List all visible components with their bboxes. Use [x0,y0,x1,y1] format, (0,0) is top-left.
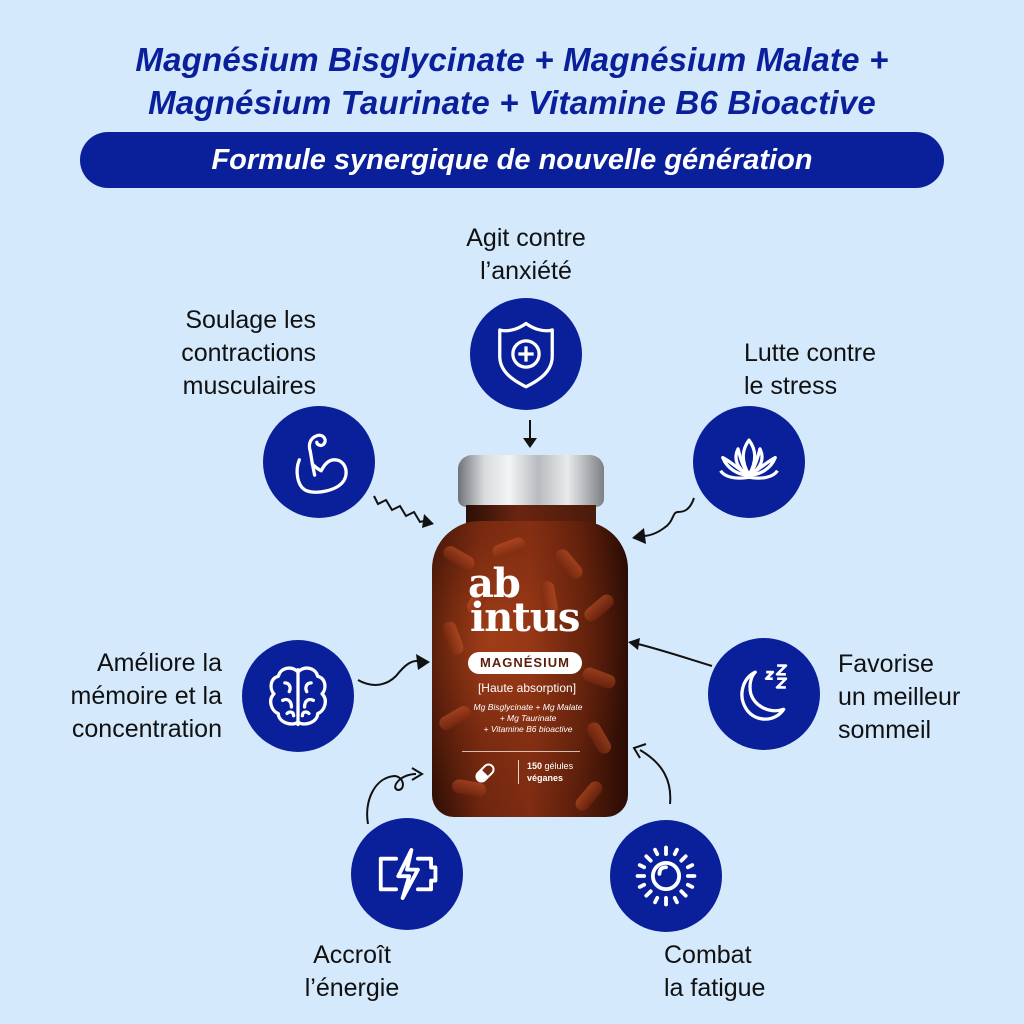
label-line: la fatigue [664,974,766,1002]
moon-zzz-icon [740,664,788,721]
product-composition: Mg Bisglycinate + Mg Malate + Mg Taurina… [458,702,598,735]
label-line: musculaires [182,372,316,400]
benefit-circle-anxiety [470,298,582,410]
arrow-sleep [628,638,713,667]
product-headline: Magnésium Bisglycinate + Magnésium Malat… [0,38,1024,124]
composition-line: + Vitamine B6 bioactive [483,724,573,734]
product-bottle: ab intus MAGNÉSIUM [Haute absorption] Mg… [432,455,628,817]
count-type: véganes [527,773,564,783]
label-line: le stress [744,372,838,400]
arrow-anxiety [523,420,537,448]
lotus-icon [719,438,779,480]
battery-bolt-icon [378,848,438,900]
count-unit: gélules [544,761,574,771]
benefit-label-muscles: Soulage les contractions musculaires [106,304,316,403]
sun-icon [635,845,697,907]
composition-line: + Mg Taurinate [499,713,557,723]
label-line: Améliore la [96,649,222,677]
composition-line: Mg Bisglycinate + Mg Malate [473,702,583,712]
benefit-circle-stress [693,406,805,518]
benefit-label-sleep: Favorise un meilleur sommeil [838,648,1018,747]
product-name-badge: MAGNÉSIUM [468,652,582,674]
tagline-banner: Formule synergique de nouvelle génératio… [80,132,944,188]
bottle-cap [458,455,604,507]
arrow-fatigue [632,743,672,805]
benefit-circle-fatigue [610,820,722,932]
label-line: l’anxiété [480,257,572,285]
arrow-energy [366,767,424,825]
brain-icon [269,666,327,727]
label-line: l’énergie [304,974,400,1002]
brand-line-1: ab [468,560,521,607]
product-subtitle: [Haute absorption] [477,681,577,695]
label-line: Favorise [838,650,934,678]
label-line: Accroît [313,941,391,969]
benefit-label-memory: Améliore la mémoire et la concentration [10,647,222,746]
capsule-count: 150 gélules véganes [518,760,573,784]
label-line: un meilleur [838,683,961,711]
brand-logo: ab intus [468,564,598,641]
label-line: Lutte contre [744,339,877,367]
benefit-label-energy: Accroît l’énergie [282,939,422,1005]
benefit-circle-sleep [708,638,820,750]
benefit-label-stress: Lutte contre le stress [744,337,984,403]
count-number: 150 [527,761,543,771]
label-line: contractions [181,339,316,367]
flexed-bicep-icon [295,433,348,494]
brand-line-2: intus [470,594,580,641]
headline-line-2: Magnésium Taurinate + Vitamine B6 Bioact… [148,84,876,121]
shield-plus-icon [498,321,554,389]
label-line: Agit contre [466,224,586,252]
label-line: sommeil [838,716,932,744]
tagline-text: Formule synergique de nouvelle génératio… [211,144,813,176]
arrow-memory [357,654,430,686]
label-line: Combat [664,941,752,969]
benefit-label-anxiety: Agit contre l’anxiété [412,222,640,288]
label-line: Soulage les [185,306,316,334]
headline-line-1: Magnésium Bisglycinate + Magnésium Malat… [135,41,889,78]
benefit-circle-muscles [263,406,375,518]
capsule-icon [475,763,495,783]
benefit-circle-memory [242,640,354,752]
label-line: mémoire et la [70,682,222,710]
arrow-stress [632,497,695,544]
benefit-circle-energy [351,818,463,930]
label-divider [462,751,580,752]
arrow-muscles [373,495,434,528]
benefit-label-fatigue: Combat la fatigue [664,939,824,1005]
label-line: concentration [71,715,222,743]
